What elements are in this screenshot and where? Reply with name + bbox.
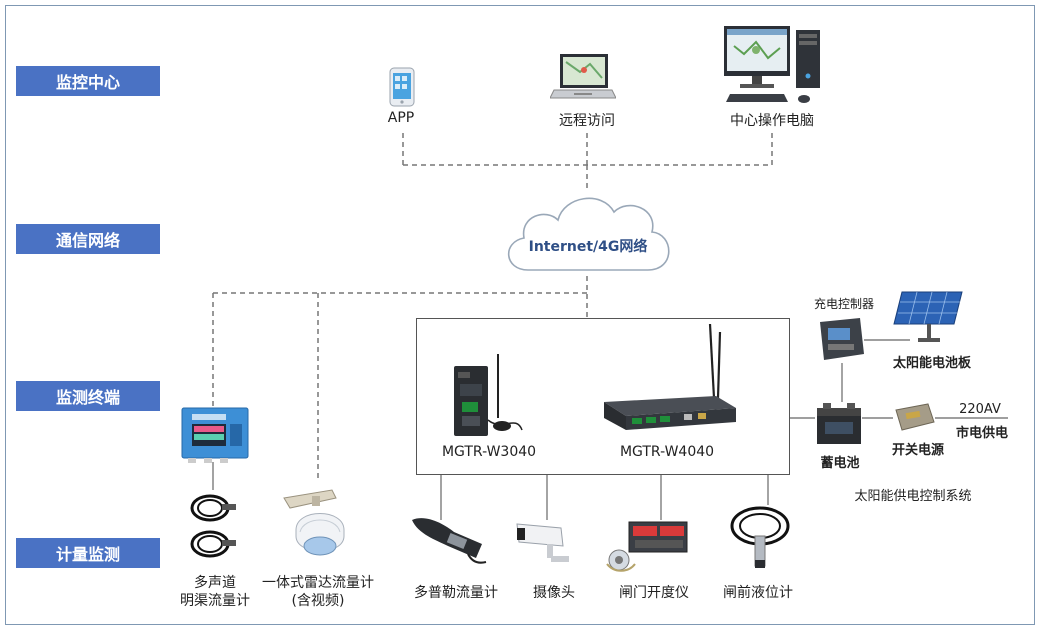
- charge-controller-label: 充电控制器: [813, 297, 874, 311]
- desktop-computer-icon: [724, 26, 820, 103]
- rtu-w3040-icon: [454, 354, 523, 436]
- radar-flowmeter-icon: [283, 489, 345, 556]
- layer-label-terminal: 监测终端: [16, 381, 160, 411]
- gate-meter-label: 闸门开度仪: [619, 585, 689, 601]
- mains-power-label: 市电供电: [955, 426, 1008, 441]
- charge-controller-icon: [820, 318, 864, 360]
- radar-label-1: 一体式雷达流量计: [262, 575, 374, 591]
- level-gauge-label: 闸前液位计: [723, 585, 793, 601]
- ultrasonic-label-1: 多声道: [194, 575, 236, 591]
- radar-label-2: (含视频): [291, 593, 345, 609]
- switching-psu-icon: [895, 403, 935, 431]
- battery-label: 蓄电池: [820, 456, 860, 471]
- sensor-probes-icon: [190, 494, 236, 558]
- smartphone-icon: [389, 67, 415, 107]
- gate-opening-meter-icon: [606, 521, 688, 572]
- remote-access-label: 远程访问: [559, 113, 615, 129]
- mains-voltage-label: 220AV: [959, 402, 1001, 417]
- ultrasonic-label-2: 明渠流量计: [180, 593, 250, 609]
- solar-panel-label: 太阳能电池板: [892, 356, 971, 371]
- level-gauge-icon: [730, 506, 790, 568]
- layer-label-metering: 计量监测: [16, 538, 160, 568]
- solar-system-label: 太阳能供电控制系统: [854, 489, 972, 504]
- layer-label-monitor-center: 监控中心: [16, 66, 160, 96]
- battery-icon: [817, 403, 861, 444]
- rtu-w4040-icon: [604, 323, 736, 430]
- diagram-frame: [5, 5, 1035, 625]
- switching-psu-label: 开关电源: [891, 443, 944, 458]
- layer-label-network: 通信网络: [16, 224, 160, 254]
- central-pc-label: 中心操作电脑: [730, 113, 814, 129]
- doppler-flowmeter-icon: [412, 518, 487, 564]
- doppler-label: 多普勒流量计: [414, 585, 498, 601]
- camera-label: 摄像头: [533, 585, 575, 601]
- cloud-label: Internet/4G网络: [528, 239, 648, 255]
- camera-icon: [516, 523, 569, 562]
- solar-panel-icon: [893, 291, 963, 342]
- cloud-icon: [507, 197, 670, 271]
- flowmeter-controller-icon: [181, 407, 249, 463]
- app-label: APP: [387, 110, 415, 126]
- laptop-icon: [550, 54, 616, 99]
- w3040-label: MGTR-W3040: [441, 444, 537, 460]
- w4040-label: MGTR-W4040: [619, 444, 715, 460]
